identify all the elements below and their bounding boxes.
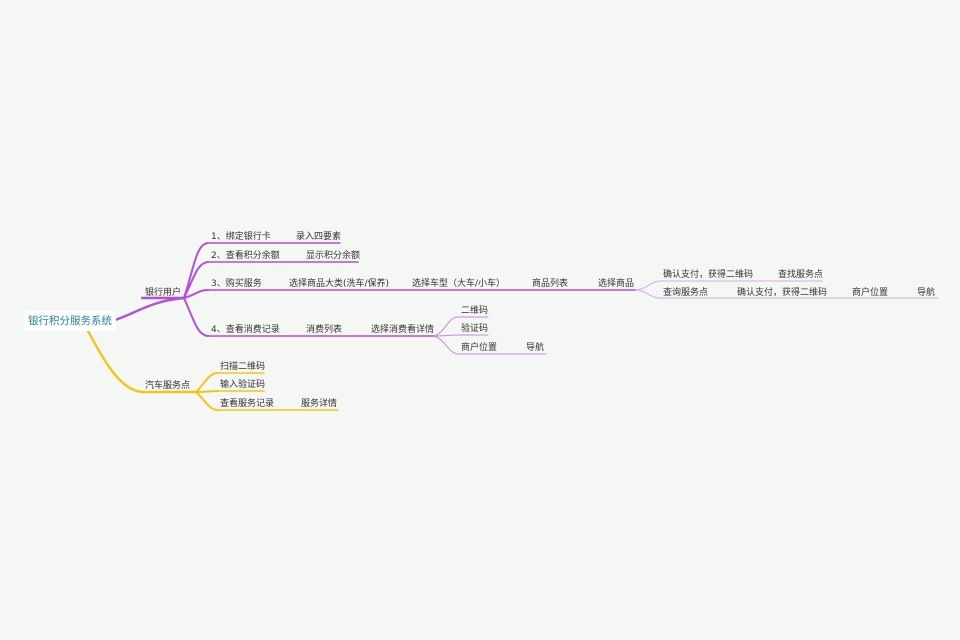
link-detail-location [433, 335, 459, 355]
link-selectgoods-paya [635, 280, 661, 291]
node-merchant-location-b[interactable]: 商户位置 [461, 343, 498, 353]
link-detail-code [433, 334, 459, 337]
node-check-points[interactable]: 2、查看积分余额 [211, 251, 280, 261]
link-car-records [195, 391, 219, 411]
link-root-bank [110, 296, 186, 323]
node-bind-card[interactable]: 1、绑定银行卡 [211, 232, 271, 242]
node-car-service[interactable]: 汽车服务点 [145, 381, 191, 391]
node-confirm-pay-a[interactable]: 确认支付，获得二维码 [663, 270, 754, 280]
link-selectgoods-query [635, 289, 661, 299]
node-show-points[interactable]: 显示积分余额 [306, 251, 361, 261]
node-navigation-a[interactable]: 导航 [917, 288, 936, 298]
node-select-category[interactable]: 选择商品大类(洗车/保养) [289, 279, 390, 289]
node-view-records[interactable]: 4、查看消费记录 [211, 325, 280, 335]
node-service-detail[interactable]: 服务详情 [301, 399, 338, 409]
link-bank-bindcard [183, 242, 209, 299]
link-root-car [86, 329, 144, 394]
link-car-input [195, 390, 219, 393]
node-select-goods[interactable]: 选择商品 [598, 279, 635, 289]
node-enter-four-elements[interactable]: 录入四要素 [296, 232, 342, 242]
node-confirm-pay-b[interactable]: 确认支付，获得二维码 [737, 288, 828, 298]
node-qr-code[interactable]: 二维码 [461, 306, 489, 316]
node-input-code[interactable]: 输入验证码 [220, 380, 266, 390]
node-service-records[interactable]: 查看服务记录 [220, 399, 275, 409]
link-bank-buy [183, 289, 209, 299]
link-car-scan [195, 372, 219, 393]
node-query-service-point[interactable]: 查询服务点 [663, 288, 709, 298]
node-bank-user[interactable]: 银行用户 [145, 288, 182, 298]
link-detail-qr [433, 316, 459, 337]
node-verify-code[interactable]: 验证码 [461, 324, 489, 334]
link-bank-points [183, 261, 209, 299]
link-bank-records [183, 297, 209, 337]
node-consumption-list[interactable]: 消费列表 [306, 325, 343, 335]
node-select-car-type[interactable]: 选择车型（大车/小车） [412, 279, 506, 289]
node-merchant-location-a[interactable]: 商户位置 [852, 288, 889, 298]
node-scan-qr[interactable]: 扫描二维码 [220, 362, 266, 372]
node-find-service-point[interactable]: 查找服务点 [778, 270, 824, 280]
node-goods-list[interactable]: 商品列表 [532, 279, 569, 289]
node-buy-service[interactable]: 3、购买服务 [211, 279, 262, 289]
root-node[interactable]: 银行积分服务系统 [24, 311, 116, 331]
node-navigation-b[interactable]: 导航 [526, 343, 545, 353]
node-select-detail[interactable]: 选择消费看详情 [371, 325, 435, 335]
